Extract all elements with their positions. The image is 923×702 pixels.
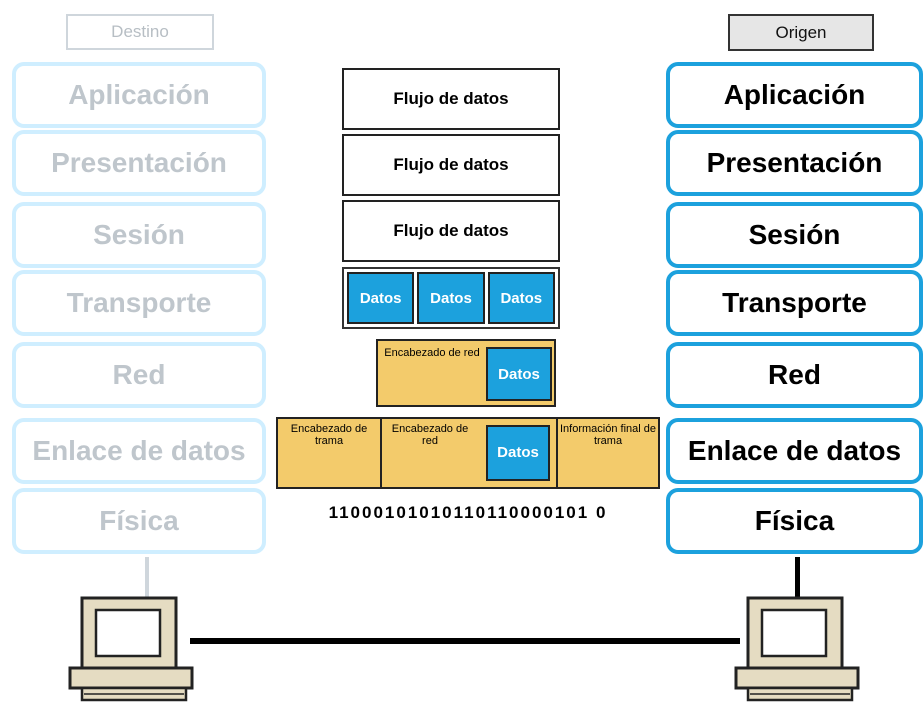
orig-layer-application: Aplicación (666, 62, 923, 128)
orig-layer-datalink: Enlace de datos (666, 418, 923, 484)
data-flow-presentation: Flujo de datos (342, 134, 560, 196)
segment-1: Datos (347, 272, 415, 324)
physical-bits: 11000101010110110000101 0 (328, 503, 608, 522)
datalink-frame: Encabezado de trama Encabezado de red Da… (276, 417, 660, 489)
orig-layer-network: Red (666, 342, 923, 408)
frame-data: Datos (486, 425, 550, 481)
frame-trailer: Información final de trama (558, 419, 658, 487)
frame-header: Encabezado de trama (278, 419, 382, 487)
orig-layer-transport: Transporte (666, 270, 923, 336)
dest-layer-transport: Transporte (12, 270, 266, 336)
frame-network-header: Encabezado de red (391, 423, 469, 447)
network-link (190, 638, 740, 644)
dest-layer-presentation: Presentación (12, 130, 266, 196)
data-flow-application: Flujo de datos (342, 68, 560, 130)
destination-connector (145, 557, 149, 602)
computer-icon (68, 596, 194, 702)
dest-layer-datalink: Enlace de datos (12, 418, 266, 484)
orig-layer-presentation: Presentación (666, 130, 923, 196)
packet-data: Datos (486, 347, 552, 401)
origin-label: Origen (728, 14, 874, 51)
orig-layer-session: Sesión (666, 202, 923, 268)
transport-segments: Datos Datos Datos (342, 267, 560, 329)
dest-layer-session: Sesión (12, 202, 266, 268)
network-packet: Encabezado de red Datos (376, 339, 556, 407)
computer-icon (734, 596, 860, 702)
dest-layer-network: Red (12, 342, 266, 408)
origin-connector (795, 557, 800, 602)
orig-layer-physical: Física (666, 488, 923, 554)
frame-network-section: Encabezado de red Datos (382, 419, 558, 487)
segment-3: Datos (487, 272, 555, 324)
data-flow-session: Flujo de datos (342, 200, 560, 262)
dest-layer-physical: Física (12, 488, 266, 554)
destination-label: Destino (66, 14, 214, 50)
segment-2: Datos (417, 272, 485, 324)
packet-header: Encabezado de red (384, 347, 480, 359)
dest-layer-application: Aplicación (12, 62, 266, 128)
